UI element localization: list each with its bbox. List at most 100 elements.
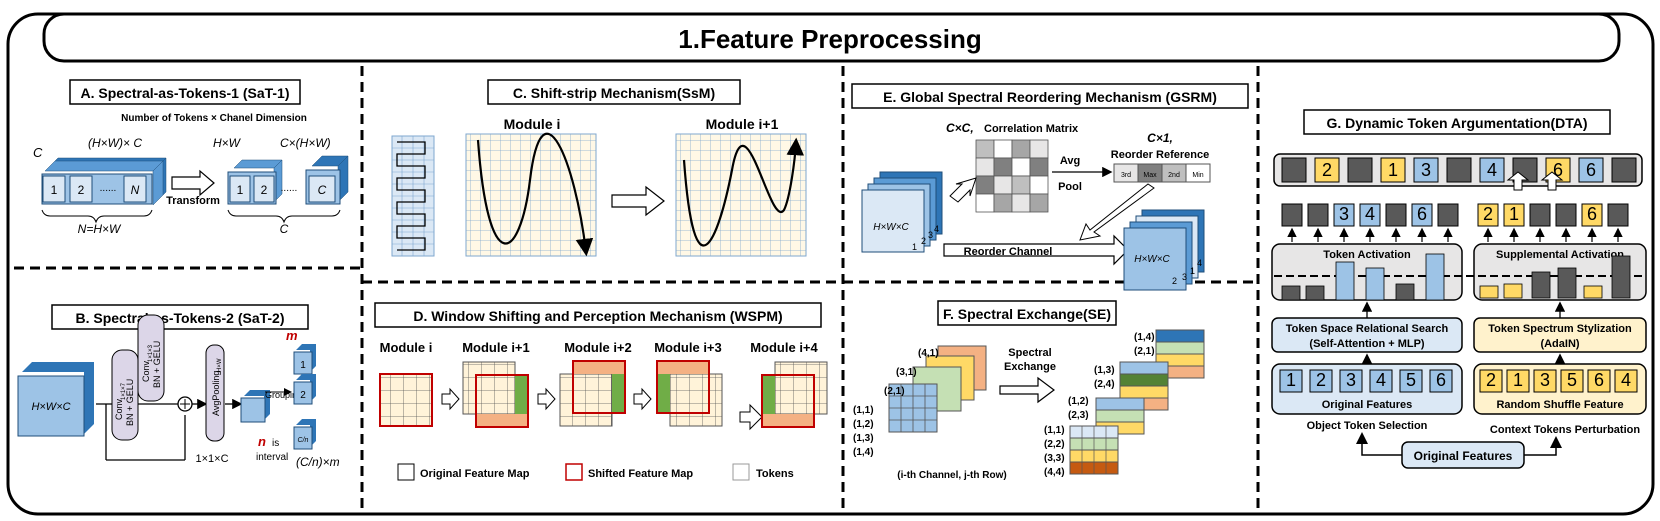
legend-original: Original Feature Map	[420, 468, 530, 480]
e-left-num-3: 3	[928, 230, 933, 240]
avgpool-sub: H×W	[217, 358, 223, 372]
panel-dividers	[14, 66, 1260, 512]
e-left-cube-label: H×W×C	[873, 222, 909, 233]
group-stacks: 1 2 C/n	[293, 344, 316, 450]
f-left-stack: (4,1) (3,1) (2,1) (1,1) (1,2) (1,3) (1,4…	[853, 345, 987, 458]
panel-f: F. Spectral Exchange(SE) (4,1) (3,1) (2,…	[853, 300, 1205, 481]
topRow-box	[1314, 157, 1340, 183]
activation-bar	[1557, 267, 1577, 299]
f-label-1-4: (1,4)	[853, 447, 874, 458]
cxc-label: C×C,	[946, 121, 974, 135]
fr-label-4-4: (4,4)	[1044, 467, 1065, 478]
conv-1x1x7: Conv	[114, 398, 124, 420]
tss-label: Token Spectrum Stylization	[1488, 323, 1632, 335]
f-label-3-1: (3,1)	[896, 367, 917, 378]
activation-bar	[1305, 285, 1325, 301]
avgpool-label: AvgPooling	[211, 371, 221, 416]
shuffle-feature-label: Random Shuffle Feature	[1496, 399, 1623, 411]
topRow-label: 4	[1487, 160, 1497, 180]
hw-c-label: (H×W)× C	[88, 136, 142, 150]
origNums-label: 6	[1436, 370, 1446, 390]
e-right-num-2: 2	[1172, 276, 1177, 286]
panel-f-title: F. Spectral Exchange(SE)	[943, 306, 1111, 322]
activation-bar	[1395, 283, 1415, 301]
e-left-num-4: 4	[934, 224, 939, 234]
midLeft-box	[1333, 203, 1355, 227]
midLeft-box	[1437, 203, 1459, 227]
ref-cell-3rd: 3rd	[1121, 172, 1131, 179]
panel-a-title: A. Spectral-as-Tokens-1 (SaT-1)	[80, 85, 289, 101]
panel-d: D. Window Shifting and Perception Mechan…	[374, 302, 828, 481]
topRow-box	[1281, 157, 1307, 183]
token-n: N	[131, 183, 140, 197]
context-tokens-perturbation-label: Context Tokens Perturbation	[1490, 424, 1640, 436]
panel-g-title: G. Dynamic Token Argumentation(DTA)	[1326, 115, 1587, 131]
topRow-label: 6	[1586, 160, 1596, 180]
e-left-num-2: 2	[921, 236, 926, 246]
fr-label-2-4: (2,4)	[1094, 379, 1115, 390]
panel-a-subtitle: Number of Tokens × Chanel Dimension	[121, 113, 307, 124]
one-one-c-label: 1×1×C	[195, 453, 228, 465]
e-left-num-1: 1	[912, 242, 917, 252]
supplemental-activation-label: Supplemental Activation	[1496, 249, 1624, 261]
is-label: is	[272, 438, 279, 449]
token-2: 2	[78, 183, 85, 197]
midRight-box	[1607, 203, 1629, 227]
panel-c: C. Shift-strip Mechanism(SsM) Module i M…	[391, 79, 807, 257]
activation-bar	[1583, 285, 1603, 299]
f-label-4-1: (4,1)	[918, 348, 939, 359]
topRow-box	[1578, 157, 1604, 183]
m-label: m	[286, 328, 298, 343]
e-right-cube-label: H×W×C	[1134, 254, 1170, 265]
topRow-box	[1479, 157, 1505, 183]
reorder-channel-label: Reorder Channel	[964, 246, 1053, 258]
topRow-label: 6	[1553, 160, 1563, 180]
activation-bar	[1531, 271, 1551, 299]
correlation-matrix	[975, 139, 1049, 213]
d-module-0: Module i	[380, 340, 433, 355]
transform-label: Transform	[166, 195, 220, 207]
fr-label-2-2: (2,2)	[1044, 439, 1065, 450]
group-1: 1	[300, 360, 306, 371]
group-2: 2	[300, 390, 306, 401]
e-right-stack: H×W×C 2 3 1 4	[1123, 209, 1205, 291]
topRow-box	[1446, 157, 1472, 183]
midLeft-box	[1385, 203, 1407, 227]
shufNums-box	[1506, 369, 1530, 393]
shufNums-box	[1533, 369, 1557, 393]
ref-cell-2nd: 2nd	[1168, 172, 1180, 179]
activation-bar	[1425, 253, 1445, 301]
d-module-1: Module i+1	[462, 340, 530, 355]
f-caption: (i-th Channel, j-th Row)	[897, 470, 1006, 481]
origNums-label: 1	[1286, 370, 1296, 390]
shufNums-label: 6	[1594, 370, 1604, 390]
legend-shifted: Shifted Feature Map	[588, 468, 693, 480]
conv-1x1x3: Conv	[141, 360, 151, 382]
origNums-box	[1279, 369, 1303, 393]
f-label-1-3: (1,3)	[853, 433, 874, 444]
module-i1-label: Module i+1	[706, 116, 779, 132]
avg-label: Avg	[1060, 155, 1080, 167]
origNums-box	[1339, 369, 1363, 393]
tsrs-sub-label: (Self-Attention + MLP)	[1309, 338, 1425, 350]
token-activation-label: Token Activation	[1323, 249, 1411, 261]
n-label: n	[258, 434, 266, 449]
topRow-label: 2	[1322, 160, 1332, 180]
shufNums-label: 1	[1513, 370, 1523, 390]
origNums-label: 2	[1316, 370, 1326, 390]
midRight-box	[1477, 203, 1499, 227]
shufNums-label: 3	[1540, 370, 1550, 390]
fr-label-2-3: (2,3)	[1068, 410, 1089, 421]
e-right-num-3: 3	[1182, 272, 1187, 282]
activation-bar	[1479, 285, 1499, 299]
d-module-2: Module i+2	[564, 340, 632, 355]
origNums-box	[1369, 369, 1393, 393]
corr-label: Correlation Matrix	[984, 123, 1079, 135]
origNums-box	[1309, 369, 1333, 393]
conv-1x1x3-sub: 1×1×3	[148, 344, 154, 362]
panel-b-title: B. Spectral-as-Tokens-2 (SaT-2)	[75, 310, 284, 326]
conv-1x1x7-bn: BN + GELU	[125, 379, 135, 426]
fr-label-2-1: (2,1)	[1134, 346, 1155, 357]
